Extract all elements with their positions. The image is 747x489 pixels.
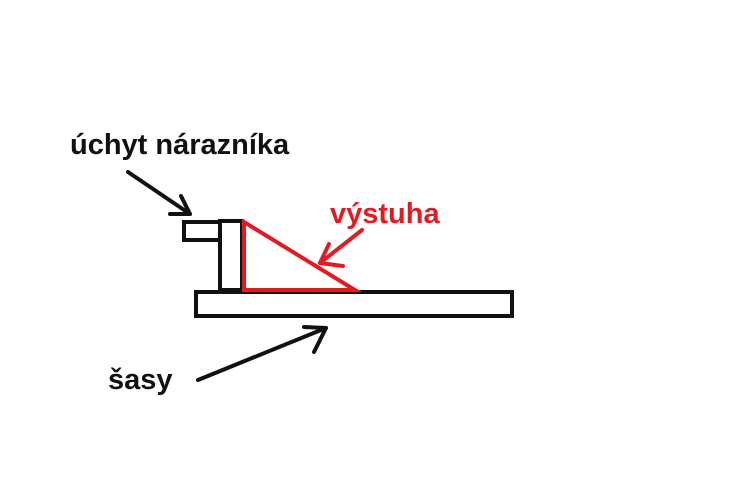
stiffener-arrow <box>318 228 364 268</box>
stiffener-triangle <box>242 218 363 292</box>
bumper-mount-tab <box>182 220 222 242</box>
chassis-label: šasy <box>108 364 173 396</box>
stiffener-label: výstuha <box>330 198 440 230</box>
chassis-arrow <box>196 325 328 382</box>
bumper-mount-label: úchyt nárazníka <box>70 129 290 161</box>
bumper-mount-arrow <box>126 170 192 216</box>
